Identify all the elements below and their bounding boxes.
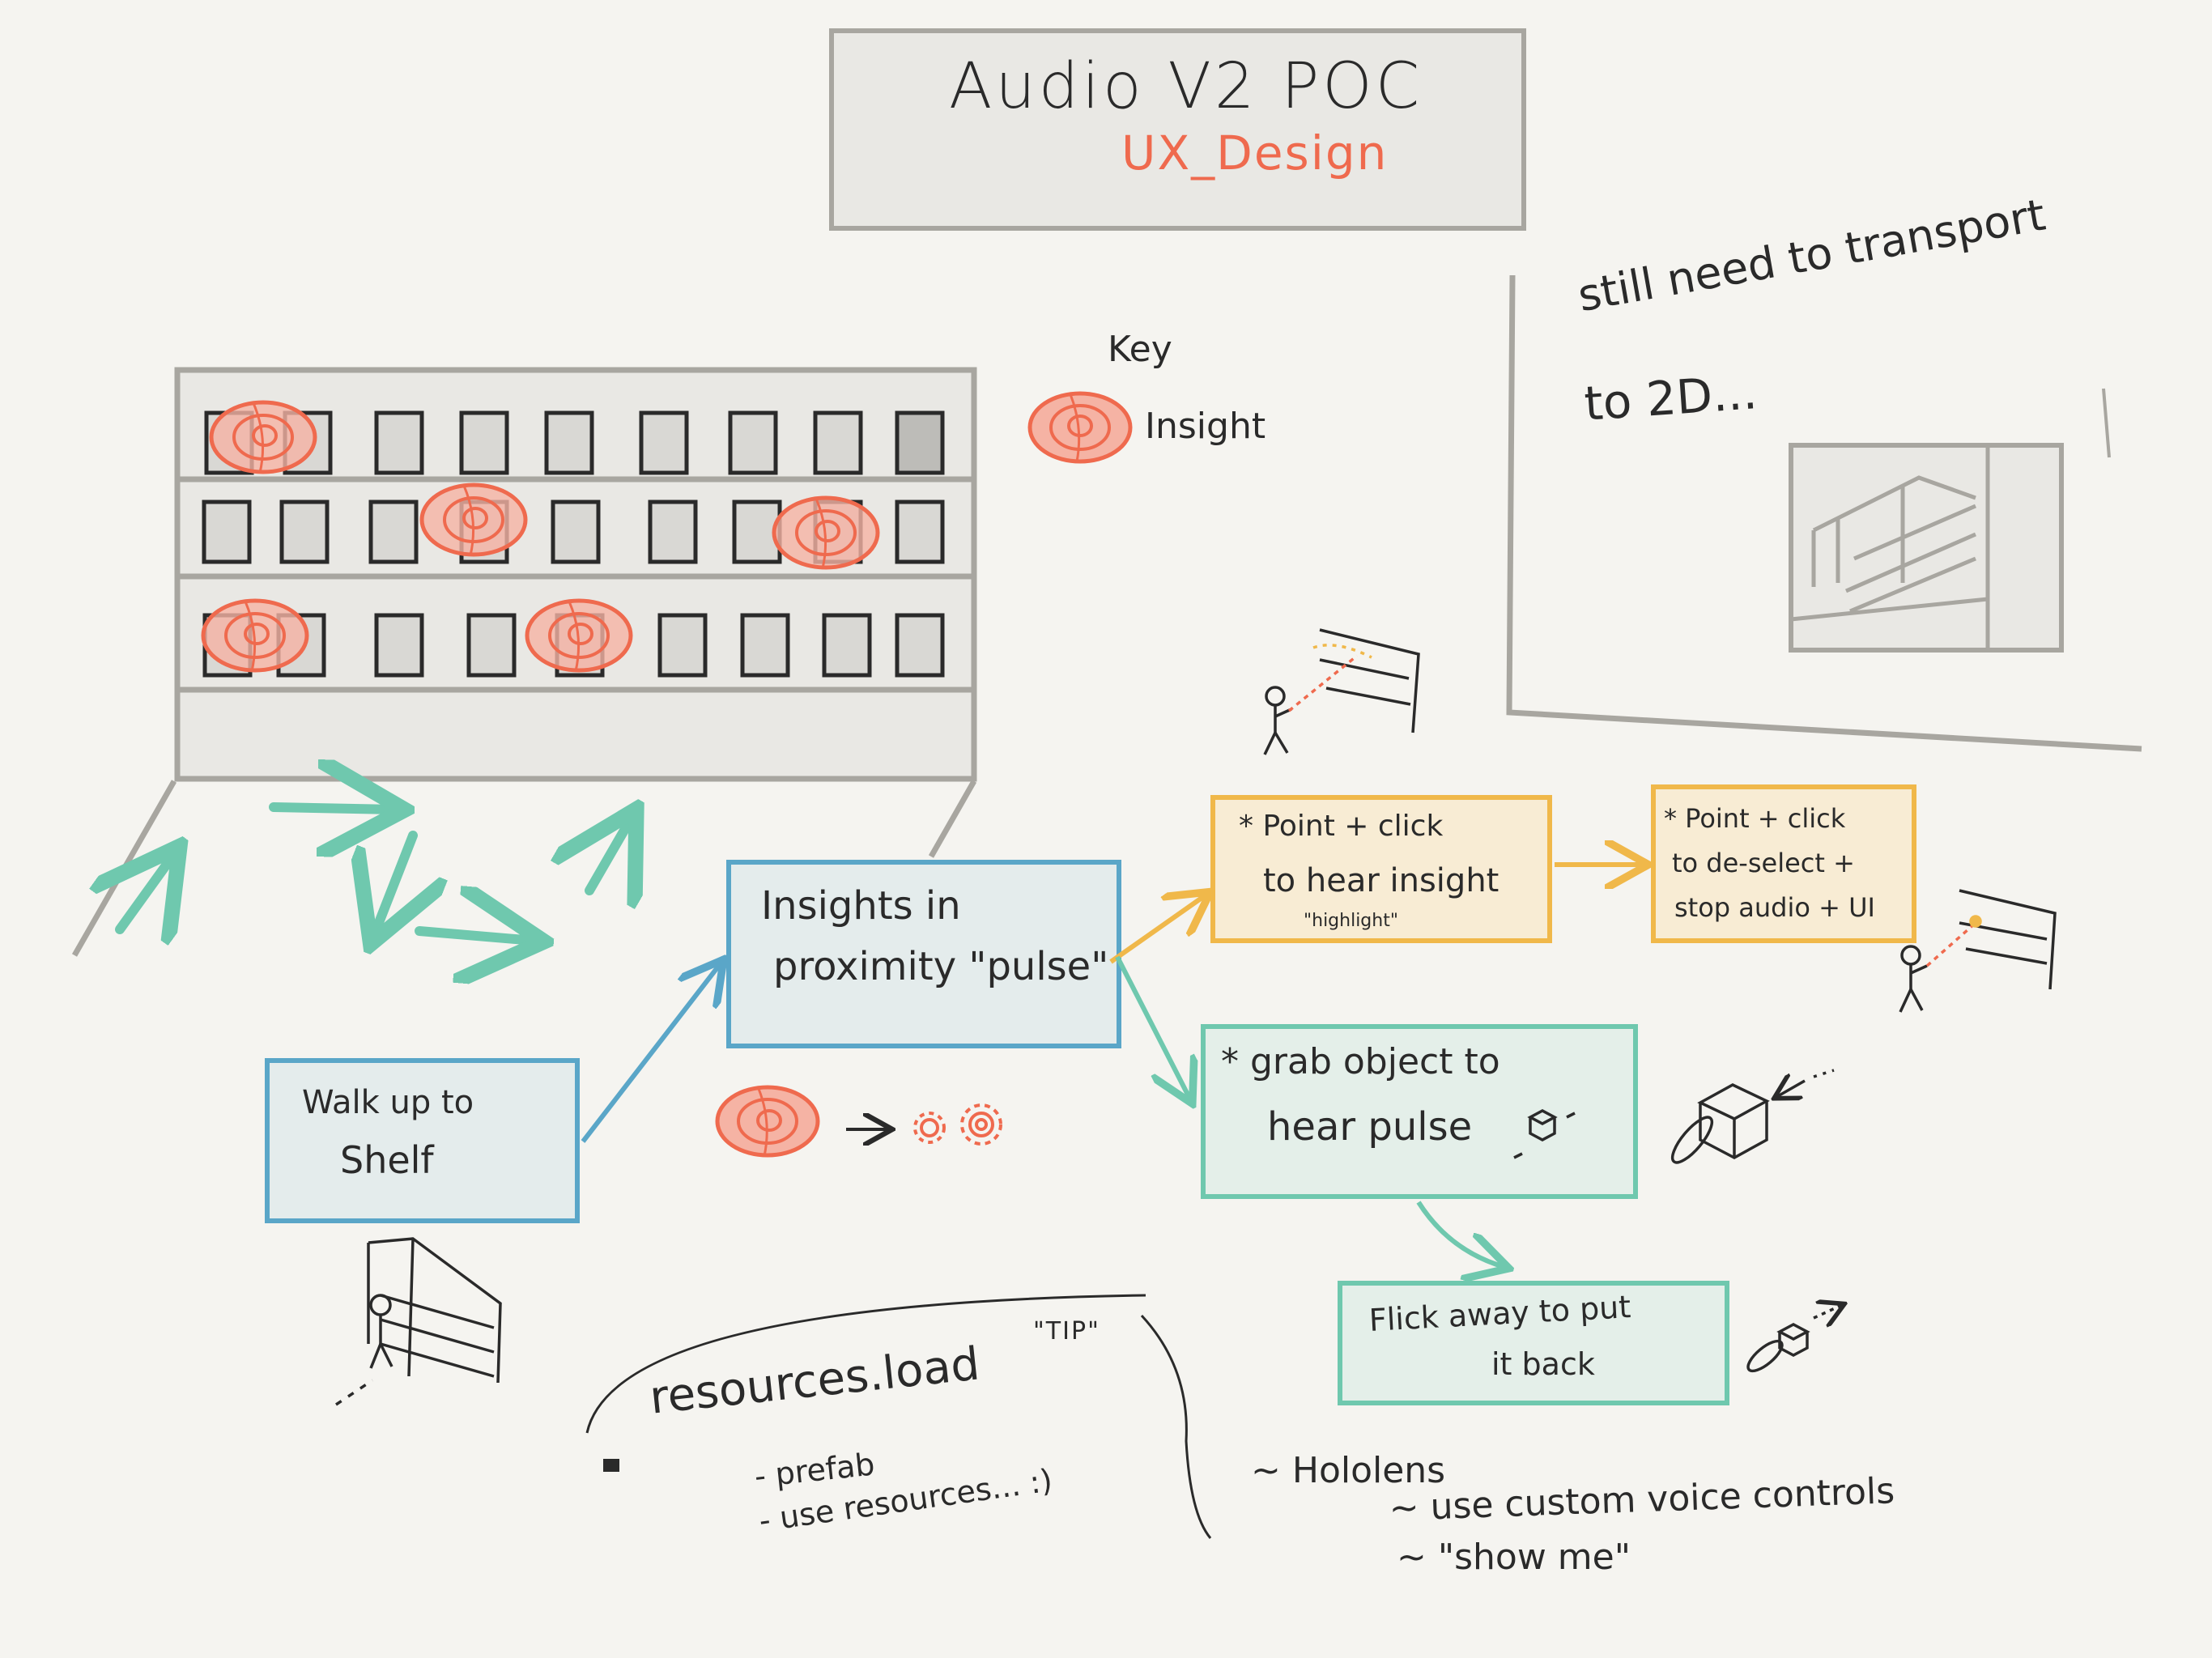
deselect-box	[1651, 784, 1916, 943]
shelf-product	[728, 410, 778, 475]
deselect-text-1: * Point + click	[1664, 803, 1846, 834]
insight-target-icon	[419, 483, 528, 557]
arrow-insights-to-grab	[1115, 955, 1190, 1099]
shelf-product	[368, 500, 419, 564]
arrow-walk-to-insights	[581, 963, 721, 1143]
key-insight-icon	[1027, 391, 1133, 464]
insight-target-icon	[201, 598, 309, 673]
point-click-text-2: to hear insight	[1263, 862, 1499, 899]
walk-up-text-2: Shelf	[340, 1138, 434, 1182]
shelf-product	[822, 613, 872, 678]
shelf-insight-markers	[201, 400, 880, 673]
shelf-product	[639, 410, 689, 475]
arrow-grab-to-flick	[1416, 1201, 1504, 1267]
insights-proximity-box	[726, 860, 1121, 1048]
grab-text-2: hear pulse	[1267, 1104, 1473, 1150]
shelf-product	[466, 613, 517, 678]
notes-divider-curve	[585, 1294, 1212, 1539]
insights-text-1: Insights in	[761, 883, 961, 929]
walking-path-arrows	[120, 807, 632, 941]
shelf-product	[544, 410, 594, 475]
stick-figure-deselect-icon	[1899, 889, 2057, 1013]
shelf-product	[279, 500, 330, 564]
walk-up-box	[265, 1058, 580, 1223]
grab-object-box	[1201, 1024, 1638, 1199]
arrow-insights-to-point	[1109, 895, 1206, 964]
shelf-product	[740, 613, 790, 678]
pulse-insight-icon	[715, 1085, 820, 1158]
key-heading: Key	[1108, 329, 1172, 370]
insight-target-icon	[772, 495, 880, 570]
cube-small-icon	[1513, 1109, 1576, 1159]
point-click-text-1: * Point + click	[1239, 810, 1444, 843]
shelf-product	[202, 500, 252, 564]
shelf-product	[895, 613, 945, 678]
point-click-text-3: "highlight"	[1304, 911, 1398, 931]
grab-text-1: * grab object to	[1221, 1041, 1500, 1082]
cube-grab-icon	[1670, 1069, 1835, 1164]
shelf-illustration	[71, 367, 977, 955]
shelf-product	[374, 410, 424, 475]
shelf-product	[374, 613, 424, 678]
shelf-sketch-icon	[335, 1237, 502, 1406]
flick-away-box	[1338, 1281, 1729, 1405]
stick-figure-pointer-icon	[1263, 628, 1420, 755]
page-title: Audio V2 POC	[949, 50, 1423, 123]
shelf-product	[895, 500, 945, 564]
deselect-text-3: stop audio + UI	[1674, 892, 1875, 923]
shelf-product	[648, 500, 698, 564]
hololens-note: ~ Hololens	[1251, 1450, 1446, 1491]
bullet-icon	[603, 1459, 619, 1472]
key-insight-label: Insight	[1145, 406, 1266, 447]
insight-target-icon	[209, 400, 317, 474]
shelf-product	[459, 410, 509, 475]
transport-2d-frame	[1506, 274, 2142, 752]
cube-flick-icon	[1746, 1305, 1842, 1373]
shelf-product	[813, 410, 863, 475]
insight-target-icon	[525, 598, 633, 673]
pulse-small-targets-icon	[913, 1103, 1002, 1146]
shelf-product	[895, 410, 945, 475]
walk-up-text-1: Walk up to	[302, 1084, 474, 1121]
point-click-box	[1210, 795, 1552, 943]
tip-note: "TIP"	[1033, 1317, 1100, 1346]
page-subtitle: UX_Design	[1121, 125, 1389, 181]
show-me-note: ~ "show me"	[1397, 1537, 1631, 1578]
note-2d-line2: to 2D...	[1582, 364, 1759, 432]
shelf-product	[551, 500, 601, 564]
shelf-product	[657, 613, 708, 678]
deselect-text-2: to de-select +	[1672, 848, 1855, 878]
title-card	[829, 28, 1526, 231]
insights-text-2: proximity "pulse"	[773, 944, 1109, 989]
flick-text-2: it back	[1491, 1346, 1595, 1382]
